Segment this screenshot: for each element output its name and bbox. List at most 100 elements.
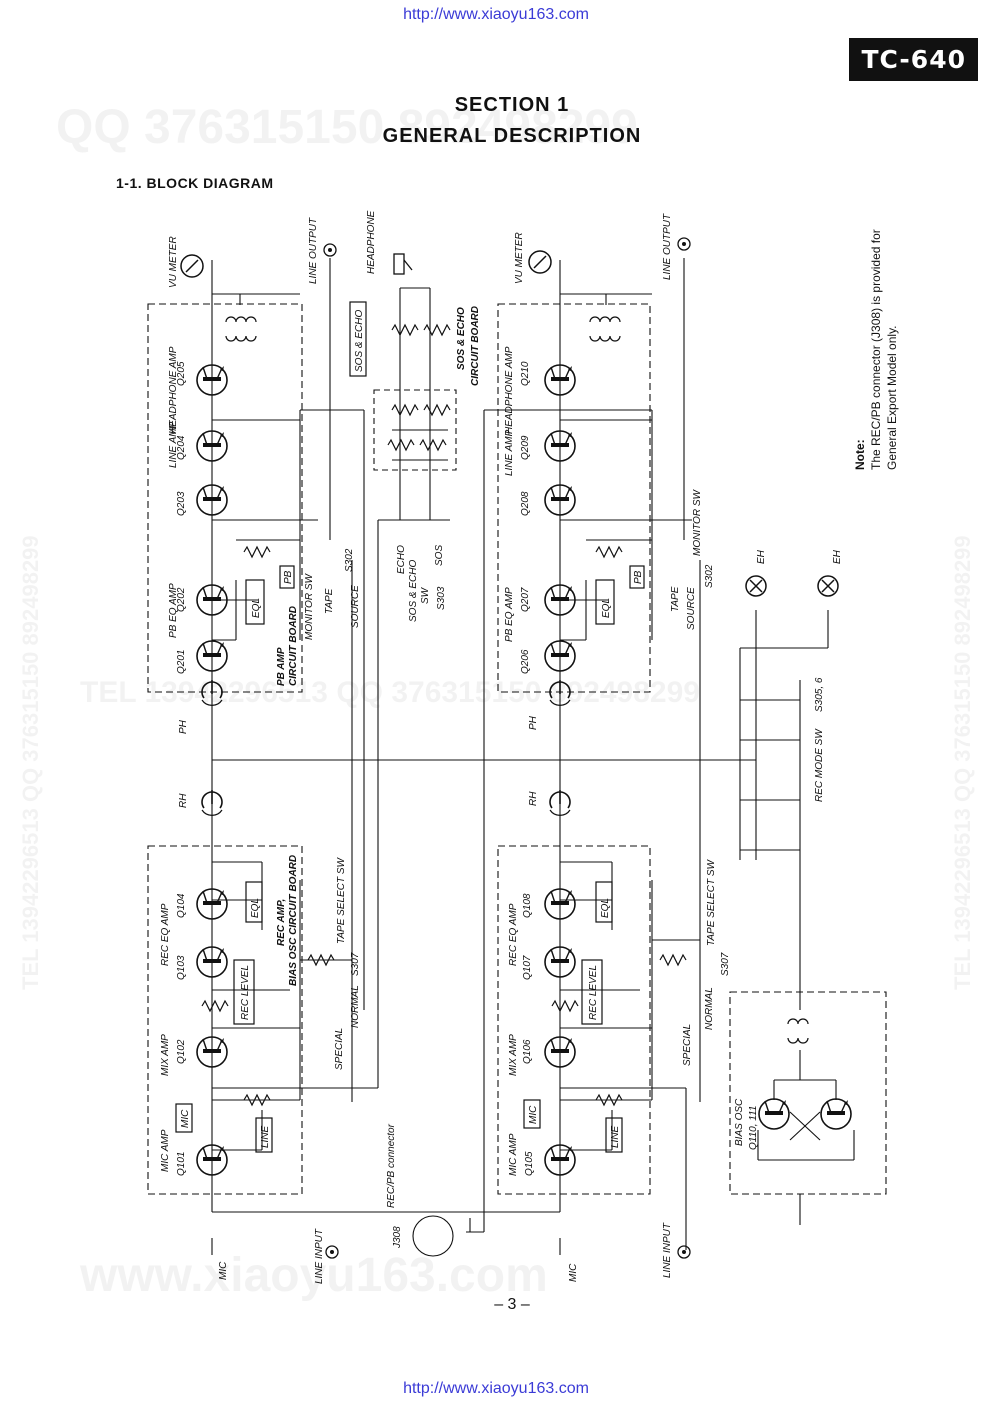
source-label-left: SOURCE bbox=[350, 585, 361, 628]
bias-osc-label: BIAS OSC bbox=[734, 1098, 745, 1146]
q209-label: Q209 bbox=[520, 435, 531, 460]
rh-label-left: RH bbox=[178, 793, 189, 808]
q110-111-label: Q110, 111 bbox=[748, 1106, 759, 1150]
sos-echo-box: SOS & ECHO bbox=[354, 310, 365, 372]
monitor-sw-label-left: MONITOR SW bbox=[304, 573, 315, 640]
normal-label-left: NORMAL bbox=[350, 985, 361, 1028]
q208-label: Q208 bbox=[520, 491, 531, 516]
vu-meter-label-right: VU METER bbox=[514, 232, 525, 284]
section-number: SECTION 1 bbox=[454, 94, 570, 116]
rec-mode-sw-label: REC MODE SW bbox=[814, 728, 825, 802]
q207-label: Q207 bbox=[520, 587, 531, 612]
pb-eq-amp-label-left: PB EQ AMP bbox=[168, 583, 179, 638]
rec-pb-connector-label: REC/PB connector bbox=[386, 1123, 397, 1208]
mic-box-left: MIC bbox=[180, 1109, 191, 1128]
rh-label-right: RH bbox=[528, 791, 539, 806]
headphone-amp-label-left: HEADPHONE AMP bbox=[168, 346, 179, 434]
ph-label-right: PH bbox=[528, 715, 539, 730]
normal-label-right: NORMAL bbox=[704, 987, 715, 1030]
monitor-sw-label-right: MONITOR SW bbox=[692, 489, 703, 556]
line-input-label-right: LINE INPUT bbox=[662, 1222, 673, 1278]
source-url-top: http://www.xiaoyu163.com bbox=[403, 6, 589, 23]
s302-label-left: S302 bbox=[344, 548, 355, 572]
mic-amp-label-left: MIC AMP bbox=[160, 1129, 171, 1172]
rec-eq-amp-label-right: REC EQ AMP bbox=[508, 903, 519, 966]
tape-label-left: TAPE bbox=[324, 588, 335, 614]
block-diagram-heading: 1-1. BLOCK DIAGRAM bbox=[116, 175, 274, 191]
q107-label: Q107 bbox=[522, 955, 533, 980]
eh-label-2: EH bbox=[832, 549, 843, 564]
line-box-left: LINE bbox=[260, 1125, 271, 1148]
eql-box-left: EQL bbox=[251, 598, 262, 618]
q104-label: Q104 bbox=[176, 893, 187, 918]
line-output-label-right: LINE OUTPUT bbox=[662, 213, 673, 280]
eql-box-rec-right: EQL bbox=[600, 898, 611, 918]
j308-label: J308 bbox=[392, 1226, 403, 1249]
tape-select-sw-label-left: TAPE SELECT SW bbox=[336, 856, 347, 944]
line-amp-label-right: LINE AMP bbox=[504, 429, 515, 476]
eql-box-rec-left: EQL bbox=[250, 898, 261, 918]
eh-label-1: EH bbox=[756, 549, 767, 564]
tape-label-right: TAPE bbox=[670, 586, 681, 612]
q106-label: Q106 bbox=[522, 1039, 533, 1064]
model-badge: TC-640 bbox=[849, 38, 978, 81]
special-label-left: SPECIAL bbox=[334, 1028, 345, 1070]
q201-label: Q201 bbox=[176, 650, 187, 674]
mix-amp-label-right: MIX AMP bbox=[508, 1034, 519, 1076]
sos-echo-board-label: SOS & ECHO bbox=[456, 307, 467, 370]
ph-label-left: PH bbox=[178, 719, 189, 734]
q205-label: Q205 bbox=[176, 361, 187, 386]
s307-label-right: S307 bbox=[720, 952, 731, 976]
echo-label: ECHO bbox=[396, 545, 407, 574]
source-label-right: SOURCE bbox=[686, 587, 697, 630]
sw-label: SW bbox=[420, 586, 431, 604]
s302-label-right: S302 bbox=[704, 564, 715, 588]
mic-jack-label-left: MIC bbox=[218, 1261, 229, 1280]
rec-level-box-right: REC LEVEL bbox=[588, 965, 599, 1020]
page-number: – 3 – bbox=[494, 1296, 530, 1313]
q105-label: Q105 bbox=[524, 1151, 535, 1176]
line-output-label-left: LINE OUTPUT bbox=[308, 217, 319, 284]
q206-label: Q206 bbox=[520, 649, 531, 674]
mic-box-right: MIC bbox=[528, 1105, 539, 1124]
pb-box-right: PB bbox=[633, 570, 644, 584]
pb-eq-amp-label-right: PB EQ AMP bbox=[504, 587, 515, 642]
s307-label-left: S307 bbox=[350, 952, 361, 976]
q103-label: Q103 bbox=[176, 955, 187, 980]
line-amp-label-left: LINE AMP bbox=[168, 421, 179, 468]
sos-echo-circuit-board-label: CIRCUIT BOARD bbox=[470, 306, 481, 386]
watermark-qq-top: QQ 376315150 892498299 bbox=[56, 101, 638, 154]
mic-amp-label-right: MIC AMP bbox=[508, 1133, 519, 1176]
watermark-www-bottom: www.xiaoyu163.com bbox=[80, 1249, 548, 1302]
rec-eq-amp-label-left: REC EQ AMP bbox=[160, 903, 171, 966]
q202-label: Q202 bbox=[176, 587, 187, 612]
special-label-right: SPECIAL bbox=[682, 1024, 693, 1066]
pb-board-label-2: CIRCUIT BOARD bbox=[288, 606, 299, 686]
sos-echo-sw-label: SOS & ECHO bbox=[408, 560, 419, 622]
headphone-label: HEADPHONE bbox=[366, 210, 377, 274]
rec-board-label: REC AMP, bbox=[276, 899, 287, 946]
q101-label: Q101 bbox=[176, 1152, 187, 1176]
s303-label: S303 bbox=[436, 586, 447, 610]
mix-amp-label-left: MIX AMP bbox=[160, 1034, 171, 1076]
line-input-label-left: LINE INPUT bbox=[314, 1228, 325, 1284]
mic-jack-label-right: MIC bbox=[568, 1263, 579, 1282]
q204-label: Q204 bbox=[176, 435, 187, 460]
sos-label: SOS bbox=[434, 545, 445, 566]
source-url-bottom: http://www.xiaoyu163.com bbox=[403, 1380, 589, 1397]
q203-label: Q203 bbox=[176, 491, 187, 516]
tape-select-sw-label-right: TAPE SELECT SW bbox=[706, 858, 717, 946]
pb-box-left: PB bbox=[283, 570, 294, 584]
q210-label: Q210 bbox=[520, 361, 531, 386]
vu-meter-label-left: VU METER bbox=[168, 236, 179, 288]
s305-label: S305, 6 bbox=[814, 677, 825, 712]
eql-box-right: EQL bbox=[601, 598, 612, 618]
pb-board-label: PB AMP bbox=[276, 647, 287, 686]
rec-board-label-2: BIAS OSC CIRCUIT BOARD bbox=[288, 855, 299, 986]
q108-label: Q108 bbox=[522, 893, 533, 918]
rec-level-box-left: REC LEVEL bbox=[240, 965, 251, 1020]
line-box-right: LINE bbox=[610, 1125, 621, 1148]
q102-label: Q102 bbox=[176, 1039, 187, 1064]
headphone-amp-label-right: HEADPHONE AMP bbox=[504, 346, 515, 434]
